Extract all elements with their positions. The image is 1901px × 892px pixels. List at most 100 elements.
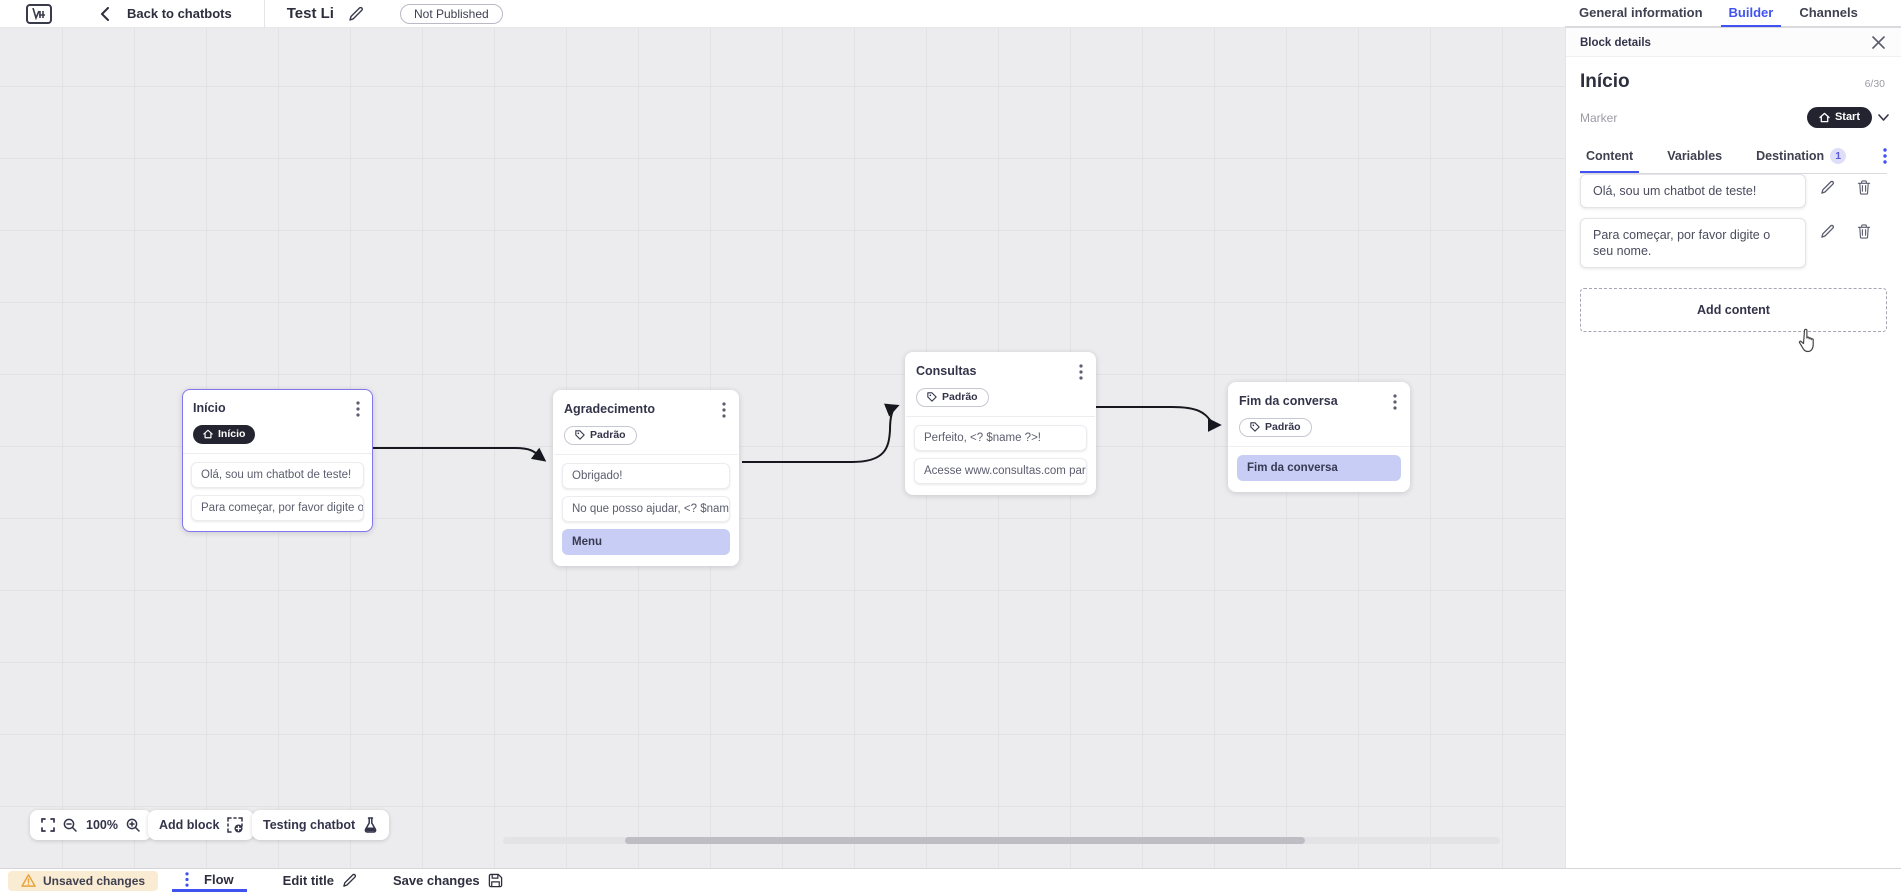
tab-label: Destination bbox=[1756, 149, 1825, 163]
scrollbar-thumb[interactable] bbox=[625, 837, 1305, 844]
flow-block-agradecimento[interactable]: Agradecimento Padrão Obrigado! No que po… bbox=[553, 390, 739, 566]
block-title: Agradecimento bbox=[564, 402, 655, 416]
badge-label: Padrão bbox=[590, 429, 626, 441]
home-icon bbox=[1819, 112, 1830, 122]
content-message-input[interactable]: Para começar, por favor digite o seu nom… bbox=[1580, 218, 1806, 268]
app-logo-icon bbox=[32, 7, 45, 20]
close-icon[interactable] bbox=[1872, 36, 1885, 49]
fullscreen-icon[interactable] bbox=[41, 818, 55, 832]
flow-block-fim-da-conversa[interactable]: Fim da conversa Padrão Fim da conversa bbox=[1228, 382, 1410, 492]
panel-menu-icon[interactable] bbox=[1883, 147, 1887, 170]
tab-variables[interactable]: Variables bbox=[1661, 145, 1728, 172]
save-icon bbox=[488, 873, 502, 888]
flask-icon bbox=[363, 817, 378, 833]
chatbot-title: Test Li bbox=[286, 5, 334, 22]
tab-builder[interactable]: Builder bbox=[1720, 3, 1782, 27]
char-counter: 6/30 bbox=[1864, 78, 1885, 90]
flow-canvas[interactable]: Início Início Olá, sou um chatbot de tes… bbox=[0, 28, 1565, 868]
marker-value-label: Start bbox=[1834, 111, 1860, 123]
zoom-controls: 100% bbox=[30, 810, 152, 840]
flow-tab[interactable]: Flow bbox=[172, 869, 247, 892]
zoom-in-icon[interactable] bbox=[126, 818, 141, 833]
panel-title: Block details bbox=[1580, 36, 1651, 49]
block-item-message[interactable]: Acesse www.consultas.com par... bbox=[914, 458, 1087, 484]
destination-count-badge: 1 bbox=[1830, 148, 1847, 164]
tab-channels[interactable]: Channels bbox=[1799, 5, 1858, 20]
testing-chatbot-label: Testing chatbot bbox=[263, 818, 356, 832]
save-changes-button[interactable]: Save changes bbox=[393, 869, 503, 892]
padrao-tag-badge: Padrão bbox=[916, 388, 989, 407]
add-block-label: Add block bbox=[159, 818, 220, 832]
tab-destination[interactable]: Destination 1 bbox=[1750, 144, 1852, 173]
block-item-message[interactable]: Perfeito, <? $name ?>! bbox=[914, 425, 1087, 451]
flow-block-consultas[interactable]: Consultas Padrão Perfeito, <? $name ?>! … bbox=[905, 352, 1096, 495]
status-badge: Not Published bbox=[399, 3, 503, 24]
block-item-button-fim[interactable]: Fim da conversa bbox=[1237, 455, 1401, 481]
pencil-icon bbox=[343, 873, 356, 887]
back-chevron-icon[interactable] bbox=[100, 6, 109, 21]
marker-label: Marker bbox=[1580, 110, 1618, 125]
wire-agradecimento-consultas bbox=[742, 403, 900, 463]
badge-label: Padrão bbox=[942, 391, 978, 403]
back-to-chatbots-link[interactable]: Back to chatbots bbox=[127, 6, 232, 21]
block-menu-icon[interactable] bbox=[720, 400, 728, 420]
wire-inicio-agradecimento bbox=[373, 447, 547, 462]
unsaved-changes-badge: Unsaved changes bbox=[8, 870, 159, 891]
tab-label: Variables bbox=[1667, 149, 1723, 163]
block-title: Fim da conversa bbox=[1239, 394, 1338, 408]
canvas-horizontal-scrollbar[interactable] bbox=[503, 837, 1500, 844]
top-header: Back to chatbots Test Li Not Published G… bbox=[0, 0, 1901, 28]
block-title: Consultas bbox=[916, 364, 977, 378]
save-changes-label: Save changes bbox=[392, 873, 480, 888]
main-area: Início Início Olá, sou um chatbot de tes… bbox=[0, 28, 1901, 868]
block-menu-icon[interactable] bbox=[354, 399, 362, 419]
content-message-input[interactable]: Olá, sou um chatbot de teste! bbox=[1580, 174, 1806, 208]
padrao-tag-badge: Padrão bbox=[564, 426, 637, 445]
block-menu-icon[interactable] bbox=[1077, 362, 1085, 382]
wire-consultas-fim bbox=[1093, 406, 1222, 432]
chevron-down-icon bbox=[1878, 114, 1889, 121]
block-name[interactable]: Início bbox=[1580, 71, 1630, 92]
edit-content-icon[interactable] bbox=[1820, 224, 1835, 239]
add-content-button[interactable]: Add content bbox=[1580, 288, 1887, 332]
padrao-tag-badge: Padrão bbox=[1239, 418, 1312, 437]
flow-tab-label: Flow bbox=[204, 871, 234, 887]
badge-label: Início bbox=[218, 428, 246, 440]
unsaved-changes-label: Unsaved changes bbox=[43, 873, 146, 888]
home-icon bbox=[203, 429, 213, 439]
tag-icon bbox=[575, 430, 585, 440]
add-block-button[interactable]: Add block bbox=[148, 810, 255, 840]
testing-chatbot-button[interactable]: Testing chatbot bbox=[252, 810, 390, 840]
block-menu-icon[interactable] bbox=[1391, 392, 1399, 412]
block-item-button-menu[interactable]: Menu bbox=[562, 529, 730, 555]
header-divider bbox=[263, 0, 265, 28]
tab-label: Content bbox=[1586, 149, 1634, 163]
block-item-message[interactable]: Olá, sou um chatbot de teste! bbox=[191, 462, 364, 488]
edit-title-button[interactable]: Edit title bbox=[283, 869, 357, 892]
app-logo[interactable] bbox=[26, 3, 52, 24]
tag-icon bbox=[927, 392, 937, 402]
block-item-message[interactable]: No que posso ajudar, <? $name ... bbox=[562, 496, 730, 522]
bottom-bar: Unsaved changes Flow Edit title Save cha… bbox=[0, 868, 1901, 892]
tab-general-information[interactable]: General information bbox=[1579, 5, 1703, 20]
start-pill: Start bbox=[1806, 107, 1872, 128]
flow-menu-icon[interactable] bbox=[185, 871, 189, 887]
block-title: Início bbox=[193, 401, 226, 415]
edit-content-icon[interactable] bbox=[1820, 180, 1835, 195]
edit-title-label: Edit title bbox=[282, 873, 334, 888]
zoom-out-icon[interactable] bbox=[63, 818, 78, 833]
badge-label: Padrão bbox=[1265, 421, 1301, 433]
block-item-message[interactable]: Obrigado! bbox=[562, 463, 730, 489]
start-marker-badge: Início bbox=[193, 425, 256, 444]
tag-icon bbox=[1250, 422, 1260, 432]
marker-dropdown[interactable]: Start bbox=[1806, 107, 1889, 128]
edit-title-pencil-icon[interactable] bbox=[348, 6, 364, 22]
delete-content-icon[interactable] bbox=[1857, 180, 1871, 195]
zoom-level: 100% bbox=[86, 818, 118, 832]
block-item-message[interactable]: Para começar, por favor digite o ... bbox=[191, 495, 364, 521]
delete-content-icon[interactable] bbox=[1857, 224, 1871, 239]
warning-icon bbox=[21, 874, 36, 887]
tab-content[interactable]: Content bbox=[1580, 145, 1640, 173]
panel-tabs: Content Variables Destination 1 bbox=[1580, 144, 1887, 174]
flow-block-inicio[interactable]: Início Início Olá, sou um chatbot de tes… bbox=[182, 389, 373, 532]
